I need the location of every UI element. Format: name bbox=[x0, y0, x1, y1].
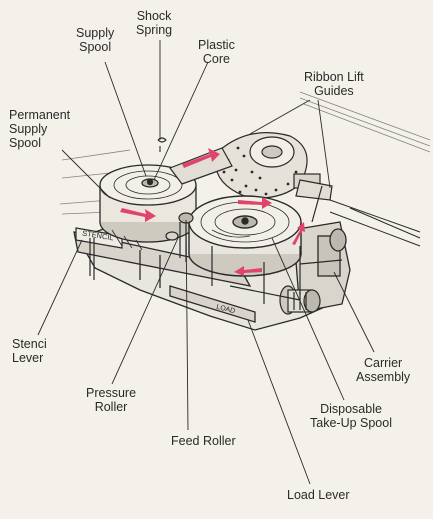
arrow-take-up-spool bbox=[238, 197, 272, 209]
leader-ribbon-lift-2 bbox=[317, 99, 331, 189]
stencil-lever-plate bbox=[75, 227, 123, 280]
leader-feed-roller bbox=[185, 219, 189, 431]
leader-plastic-core bbox=[153, 61, 209, 181]
label-load-lever: Load Lever bbox=[287, 488, 350, 502]
guide-rail-hatching bbox=[299, 91, 431, 153]
leader-carrier-assembly bbox=[333, 271, 375, 353]
arrow-take-up-spool-bottom bbox=[234, 266, 262, 276]
ribbon-lift-guide-spool bbox=[215, 132, 321, 199]
load-lever-knob bbox=[279, 285, 321, 315]
left-rail-hatching bbox=[59, 149, 131, 215]
leader-lines bbox=[37, 40, 375, 485]
leader-load-lever bbox=[247, 319, 311, 485]
label-feed-roller: Feed Roller bbox=[171, 434, 236, 448]
disposable-take-up-spool bbox=[188, 195, 302, 277]
arrow-supply-spool bbox=[120, 208, 156, 222]
leader-take-up-spool bbox=[271, 237, 345, 401]
arrow-take-up-spool-side bbox=[292, 222, 305, 245]
leader-pressure-roller bbox=[111, 237, 179, 385]
right-rail bbox=[329, 199, 421, 247]
leader-permanent-supply bbox=[61, 149, 111, 199]
arrow-top-ribbon bbox=[182, 148, 220, 168]
leader-stencil-lever bbox=[37, 239, 83, 336]
leader-supply-spool bbox=[104, 61, 147, 177]
frame-posts bbox=[211, 246, 301, 304]
leader-ribbon-lift-1 bbox=[249, 99, 311, 135]
